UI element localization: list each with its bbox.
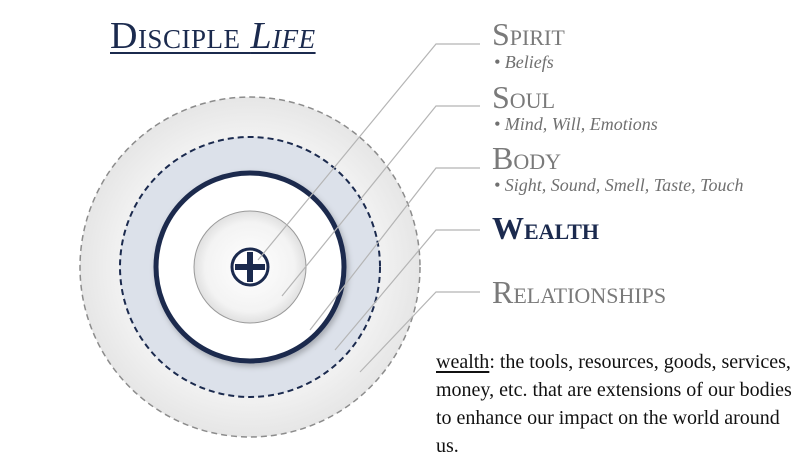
layer-label-wealth: Wealth — [492, 210, 600, 246]
layer-label-body: Body — [492, 140, 562, 176]
page-title: Disciple Life — [110, 14, 316, 58]
leader-line-relationships — [359, 291, 480, 373]
leader-line-soul — [281, 105, 480, 297]
concentric-diagram — [79, 43, 480, 438]
wealth-definition: wealth: the tools, resources, goods, ser… — [436, 348, 796, 460]
leader-line-spirit — [257, 43, 480, 261]
title-main: Disciple — [110, 15, 251, 57]
layer-label-spirit: Spirit — [492, 16, 565, 52]
layer-label-relationships: Relationships — [492, 274, 667, 310]
leader-line-wealth — [334, 229, 480, 351]
title-italic: Life — [250, 15, 316, 57]
layer-label-soul: Soul — [492, 79, 556, 115]
definition-text: : the tools, resources, goods, services,… — [436, 351, 792, 457]
layer-detail-spirit: • Beliefs — [494, 52, 554, 72]
layer-detail-soul: • Mind, Will, Emotions — [494, 114, 658, 134]
definition-term: wealth — [436, 351, 490, 373]
leader-line-body — [309, 167, 480, 331]
layer-detail-body: • Sight, Sound, Smell, Taste, Touch — [494, 175, 744, 195]
